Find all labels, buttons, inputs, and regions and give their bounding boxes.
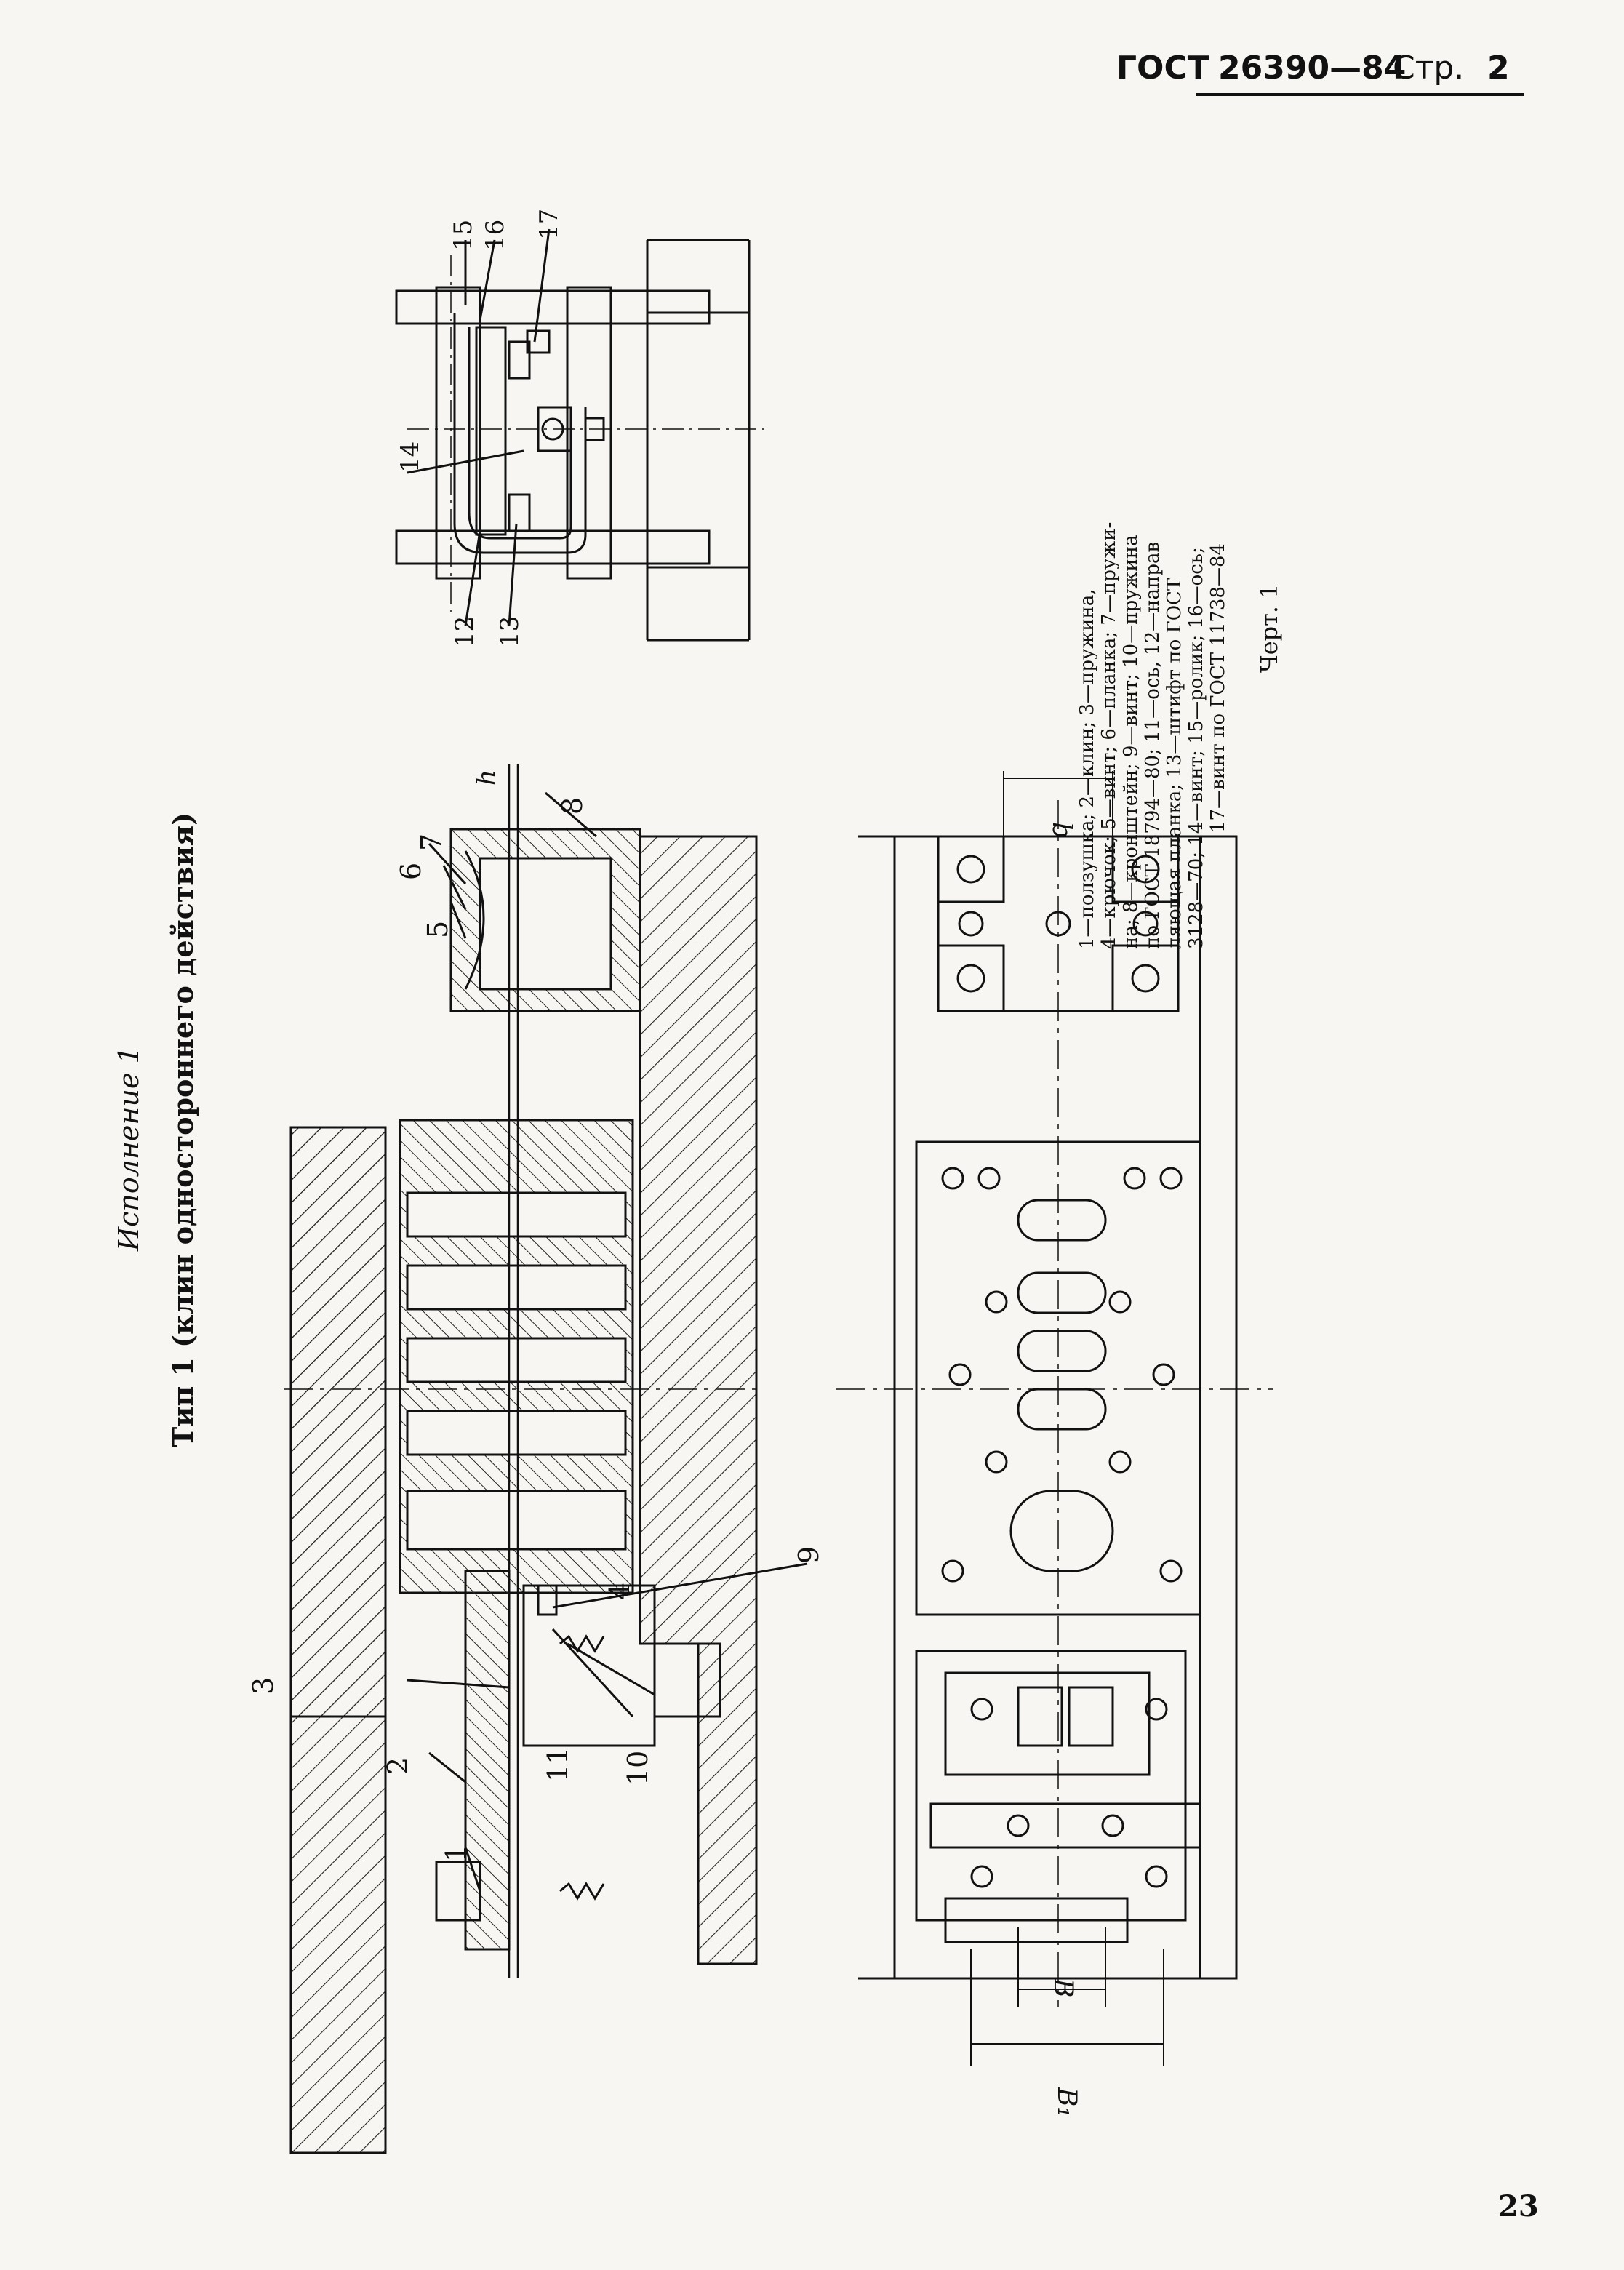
legend-line: 3128—70; 14—винт; 15—ролик; 16—ось;	[1185, 547, 1207, 949]
callout-16: 16	[481, 220, 510, 251]
header-gost: ГОСТ	[1116, 49, 1209, 87]
callout-14: 14	[396, 441, 425, 473]
callout-3: 3	[247, 1677, 279, 1695]
section-view	[284, 764, 808, 2154]
callout-4: 4	[604, 1583, 636, 1600]
callout-10: 10	[622, 1751, 654, 1786]
page-number: 23	[1498, 2189, 1539, 2223]
type-title: Тип 1 (клин одностороннего действия)	[167, 812, 199, 1447]
header-standard-number: 26390—84	[1218, 49, 1407, 87]
header-page-label: Стр.	[1393, 49, 1465, 87]
header-page-value: 2	[1487, 49, 1510, 87]
side-view-detail	[395, 228, 764, 642]
legend: 1—ползушка; 2—клин; 3—пружина, 4—крючок;…	[1076, 236, 1295, 949]
callout-9: 9	[793, 1546, 825, 1564]
dimension-b: b	[1047, 822, 1076, 839]
legend-line: 1—ползушка; 2—клин; 3—пружина,	[1076, 588, 1098, 949]
legend-line: 4—крючок; 5—винт; 6—планка; 7—пружи-	[1098, 521, 1120, 949]
callout-6: 6	[395, 863, 427, 880]
dimension-h: h	[472, 770, 501, 786]
callout-11: 11	[542, 1747, 574, 1782]
legend-line: на; 8—кронштейн; 9—винт; 10—пружина	[1120, 535, 1142, 949]
plan-view	[836, 771, 1273, 2066]
callout-2: 2	[382, 1757, 414, 1775]
page-header: ГОСТ 26390—84 Стр. 2	[1116, 45, 1524, 103]
callout-8: 8	[556, 797, 588, 815]
callout-17: 17	[535, 209, 564, 240]
legend-line: 17—винт по ГОСТ 11738—84	[1207, 543, 1229, 833]
callout-7: 7	[415, 834, 447, 851]
legend-line: ляющая планка; 13—штифт по ГОСТ	[1164, 578, 1185, 949]
callout-1: 1	[440, 1845, 472, 1862]
execution-title: Исполнение 1	[113, 1046, 145, 1252]
header-underline	[1196, 93, 1524, 96]
callout-13: 13	[495, 616, 524, 647]
callout-5: 5	[422, 921, 454, 938]
dimension-B1: B₁	[1052, 2087, 1081, 2117]
figure-caption: Черт. 1	[1255, 583, 1283, 673]
dimension-B: B	[1048, 1978, 1078, 1997]
callout-12: 12	[450, 616, 479, 647]
callout-15: 15	[449, 220, 478, 251]
legend-line: по ГОСТ 18794—80; 11—ось, 12—направ	[1142, 541, 1164, 949]
